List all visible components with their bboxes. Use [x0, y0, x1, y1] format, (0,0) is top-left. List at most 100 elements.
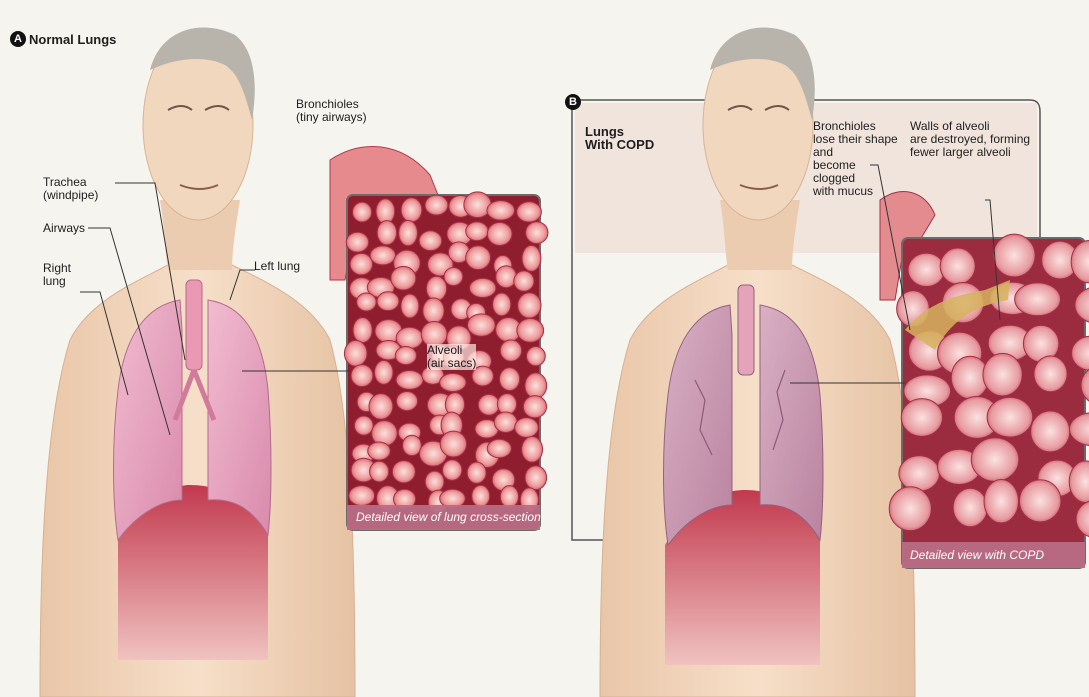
- alveolus-shape: [464, 192, 491, 218]
- alveolus-shape: [350, 253, 373, 275]
- alveolus-shape: [442, 460, 461, 481]
- alveolus-shape: [444, 267, 463, 285]
- alveolus-shape: [522, 437, 543, 463]
- alveolus-shape: [374, 360, 393, 384]
- alveolus-shape: [1019, 480, 1061, 522]
- alveolus-shape: [396, 391, 417, 410]
- alveolus-shape: [993, 234, 1035, 277]
- alveolus-shape: [391, 266, 416, 290]
- caption-a: Detailed view of lung cross-section: [356, 510, 541, 524]
- alveolus-shape: [370, 246, 395, 265]
- alveolus-shape: [526, 347, 545, 366]
- alveolus-shape: [354, 416, 373, 435]
- alveolus-shape: [467, 314, 495, 336]
- alveolus-shape: [1034, 356, 1067, 392]
- alveolus-shape: [396, 371, 423, 390]
- alveolus-shape: [368, 442, 391, 460]
- alveolus-shape: [487, 439, 511, 458]
- alveolus-shape: [470, 278, 496, 297]
- label-bronchioles-a: Bronchioles (tiny airways): [296, 98, 367, 124]
- alveolus-shape: [352, 202, 371, 222]
- alveolus-shape: [395, 347, 416, 365]
- alveolus-shape: [440, 431, 466, 457]
- alveolus-shape: [518, 293, 541, 318]
- caption-b: Detailed view with COPD: [910, 548, 1044, 562]
- alveolus-shape: [440, 373, 467, 391]
- alveolus-shape: [1031, 411, 1070, 452]
- alveolus-shape: [899, 456, 940, 492]
- alveolus-shape: [466, 246, 491, 270]
- alveolus-shape: [353, 317, 372, 342]
- alveolus-shape: [357, 293, 377, 311]
- alveolus-shape: [494, 412, 517, 432]
- alveolus-shape: [493, 293, 511, 316]
- alveolus-shape: [425, 195, 448, 215]
- alveolus-shape: [500, 340, 521, 361]
- alveolus-shape: [940, 248, 975, 284]
- alveolus-shape: [423, 298, 444, 323]
- alveolus-shape: [517, 202, 542, 222]
- alveolus-shape: [472, 485, 490, 507]
- alveolus-shape: [901, 399, 942, 437]
- alveolus-shape: [467, 462, 486, 483]
- alveolus-shape: [401, 198, 422, 222]
- alveolus-shape: [971, 438, 1018, 482]
- label-bronchioles-b: Bronchioles lose their shape and become …: [813, 120, 898, 198]
- alveolus-shape: [487, 201, 515, 221]
- alveolus-shape: [517, 319, 544, 343]
- panel-a-figure: [40, 28, 355, 697]
- alveolus-shape: [525, 466, 547, 490]
- label-alveoli-a: Alveoli (air sacs): [427, 344, 476, 370]
- alveolus-shape: [392, 461, 415, 483]
- alveolus-shape: [376, 199, 395, 224]
- label-right-lung: Right lung: [43, 262, 71, 288]
- alveolus-shape: [953, 488, 987, 527]
- alveolus-shape: [396, 327, 423, 348]
- alveolus-shape: [908, 253, 945, 286]
- label-airways: Airways: [43, 222, 85, 235]
- panel-a-badge: A: [10, 31, 26, 47]
- alveolus-shape: [377, 292, 399, 311]
- label-left-lung: Left lung: [254, 260, 300, 273]
- panel-b-badge: B: [565, 94, 581, 110]
- alveolus-shape: [346, 232, 368, 252]
- trachea-b: [738, 285, 754, 375]
- alveolus-shape: [522, 245, 541, 271]
- alveolus-shape: [526, 222, 548, 244]
- panel-a-title: Normal Lungs: [29, 33, 116, 46]
- alveolus-shape: [419, 231, 442, 251]
- alveolus-shape: [426, 276, 446, 301]
- label-alveoli-walls: Walls of alveoli are destroyed, forming …: [910, 120, 1030, 159]
- alveolus-shape: [499, 368, 519, 391]
- alveolus-shape: [1015, 283, 1061, 316]
- alveolus-shape: [401, 294, 419, 318]
- alveolus-shape: [515, 418, 539, 438]
- alveolus-shape: [478, 394, 499, 415]
- alveolus-shape: [983, 353, 1022, 396]
- alveolus-shape: [466, 222, 489, 241]
- alveolus-shape: [497, 394, 516, 415]
- alveolus-shape: [514, 271, 534, 291]
- alveolus-shape: [369, 394, 393, 420]
- alveolus-shape: [500, 486, 518, 508]
- alveolus-shape: [523, 396, 546, 418]
- alveolus-shape: [984, 479, 1018, 523]
- panel-b-title: Lungs With COPD: [585, 125, 654, 151]
- alveolus-shape: [399, 220, 418, 245]
- alveolus-shape: [525, 373, 547, 399]
- alveolus-shape: [377, 221, 397, 245]
- label-trachea: Trachea (windpipe): [43, 176, 98, 202]
- alveolus-shape: [349, 486, 375, 506]
- alveolus-shape: [496, 266, 517, 288]
- alveolus-shape: [344, 340, 367, 366]
- alveolus-shape: [987, 397, 1033, 437]
- alveolus-shape: [889, 487, 931, 531]
- alveolus-shape: [425, 471, 444, 492]
- alveolus-shape: [370, 461, 389, 482]
- trachea-a: [186, 280, 202, 370]
- alveolus-shape: [402, 435, 421, 455]
- alveolus-shape: [487, 222, 512, 245]
- alveolus-shape: [351, 365, 373, 387]
